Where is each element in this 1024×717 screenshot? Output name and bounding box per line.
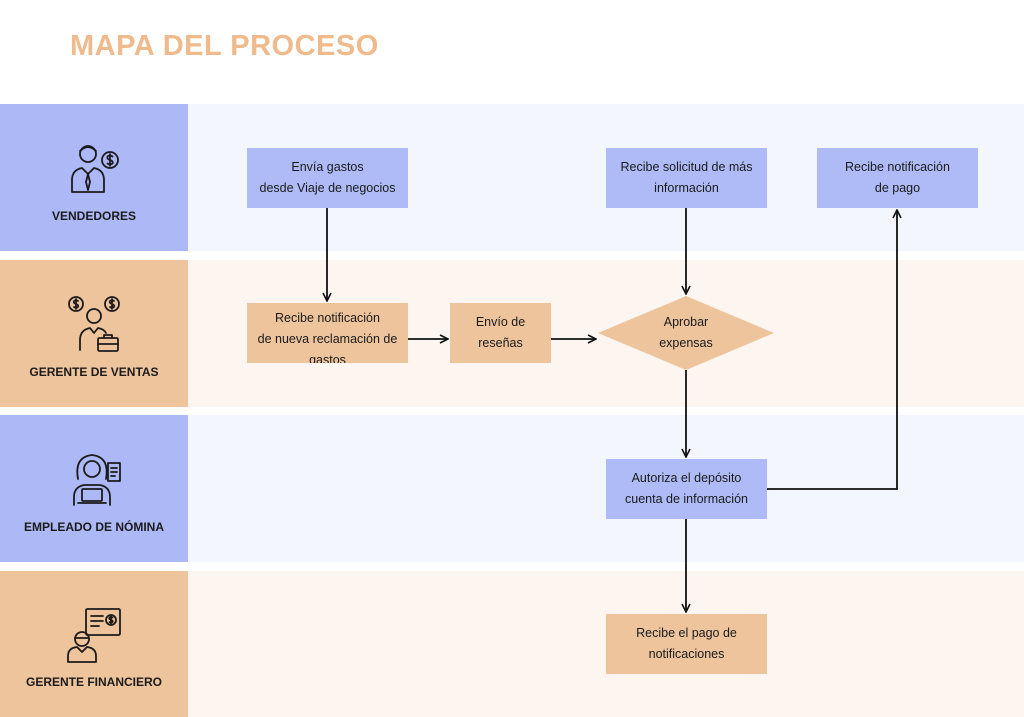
step-label: Recibe notificación de pago [845,160,950,195]
salesman-dollar-icon [71,145,119,193]
arrow-authorize-to-payment-notice [767,210,897,490]
finance-manager-dollar-icon [67,608,121,663]
step-label: Autoriza el depósito cuenta de informaci… [625,471,748,506]
step-label: Recibe notificación de nueva reclamación… [257,311,398,363]
lane-name: GERENTE DE VENTAS [29,365,159,379]
payroll-clerk-laptop-icon [73,454,121,506]
lane-gerente-ventas: GERENTE DE VENTAS [0,260,188,407]
lane-vendedores: VENDEDORES [0,104,188,251]
lane-name: EMPLEADO DE NÓMINA [23,520,164,534]
page-title: MAPA DEL PROCESO [70,30,379,62]
step-payment-received: Recibe el pago de notificaciones [606,614,767,674]
step-label: Envío de reseñas [475,315,526,350]
step-authorize-deposit: Autoriza el depósito cuenta de informaci… [606,459,767,519]
decision-diamond [598,296,774,370]
lane-gerente-financiero: GERENTE FINANCIERO [0,571,188,717]
step-claim-notice: Recibe notificación de nueva reclamación… [247,303,408,363]
step-send-reviews: Envío de reseñas [450,303,551,363]
step-label: Envía gastos desde Viaje de negocios [259,160,396,195]
step-payment-notice: Recibe notificación de pago [817,148,978,208]
lane-name: VENDEDORES [51,209,137,223]
manager-briefcase-dollar-icon [68,296,120,352]
decision-label: Aprobar expensas [659,315,713,350]
lane-empleado-nomina: EMPLEADO DE NÓMINA [0,415,188,562]
lane-name: GERENTE FINANCIERO [25,675,162,689]
step-label: Recibe el pago de notificaciones [636,626,737,661]
step-label: Recibe solicitud de más información [620,160,753,195]
step-send-expenses: Envía gastos desde Viaje de negocios [247,148,408,208]
step-request-info: Recibe solicitud de más información [606,148,767,208]
